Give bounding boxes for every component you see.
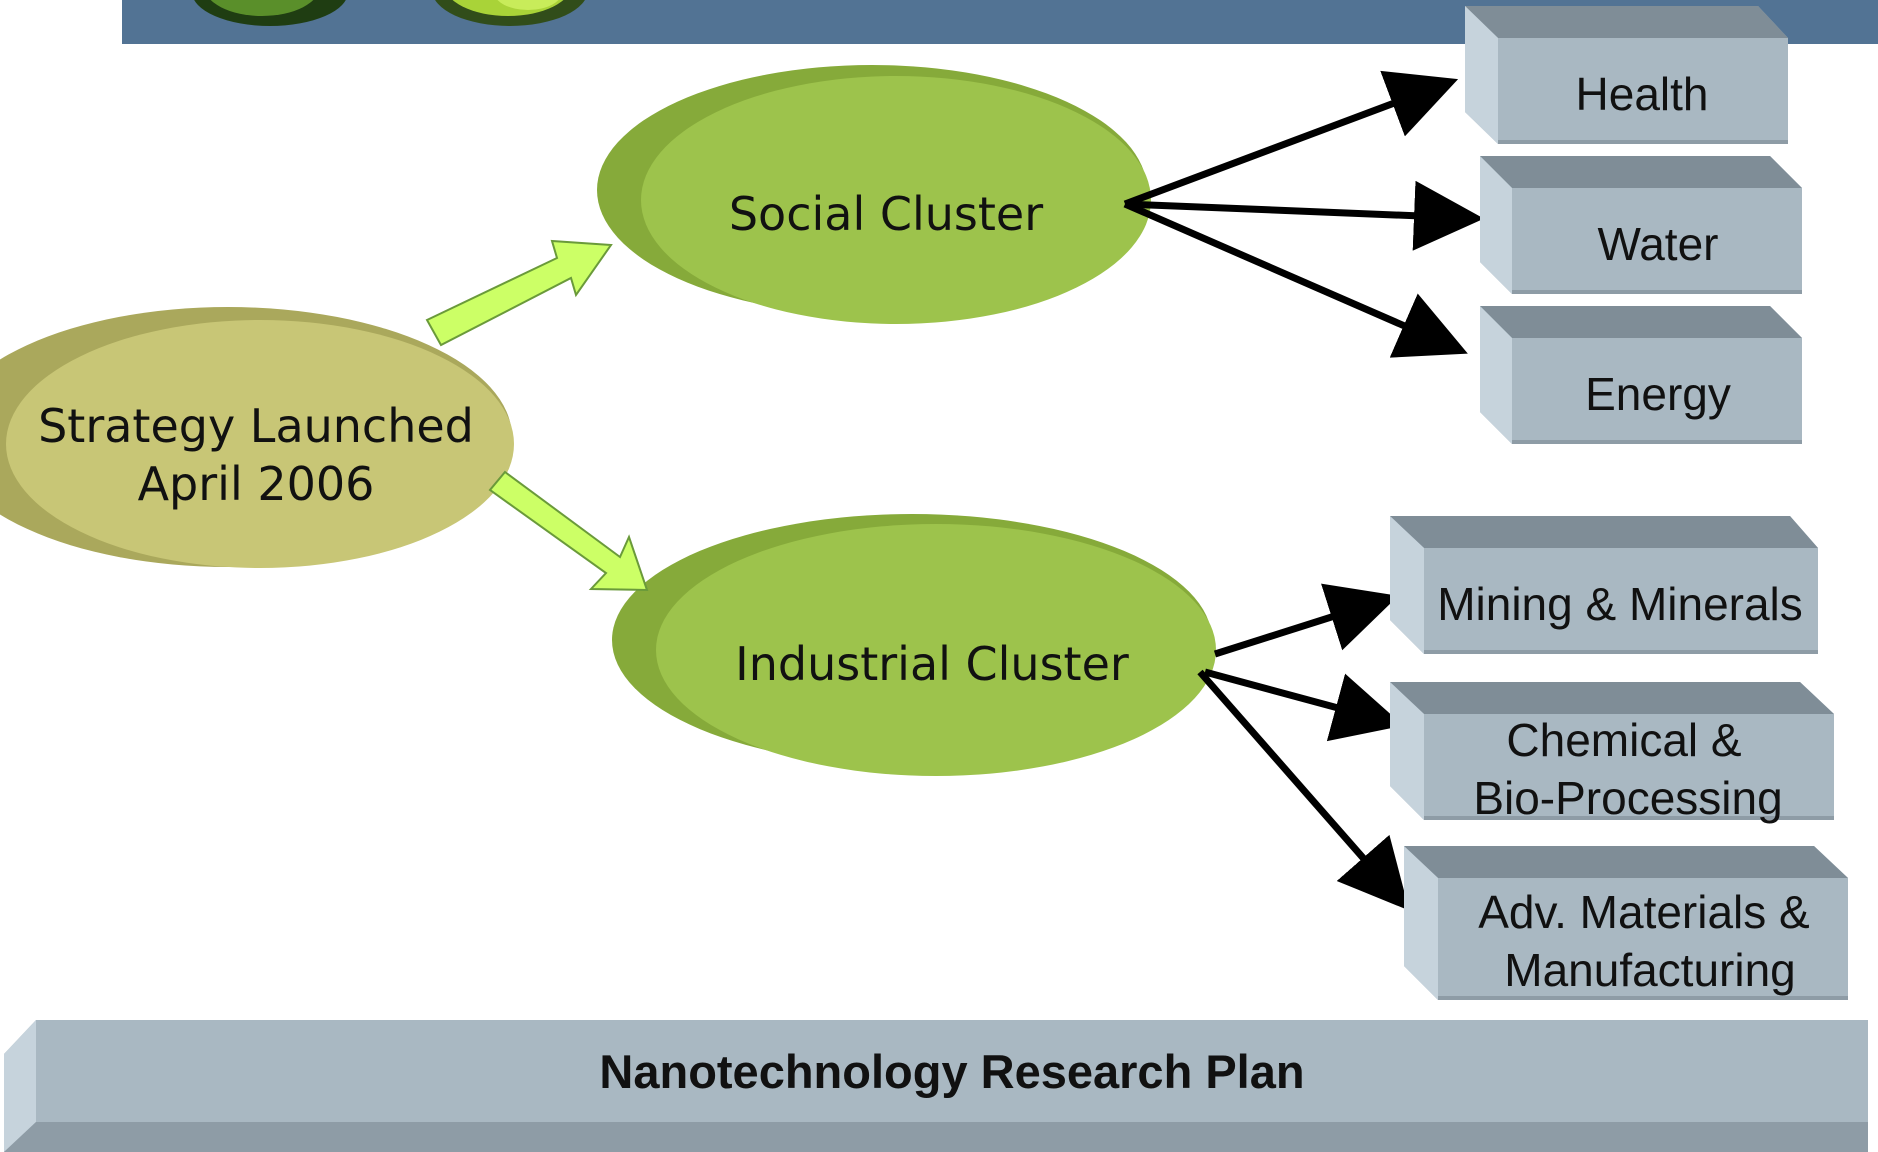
connector-social-to-water [1124,180,1484,251]
target-label-materials-line2: Manufacturing [1504,944,1796,996]
target-label-mining: Mining & Minerals [1437,578,1803,630]
connector-social-to-energy [1123,200,1468,358]
root-label-line2: April 2006 [138,457,375,511]
connector-industrial-to-chemical [1204,668,1404,742]
target-label-materials-line1: Adv. Materials & [1478,886,1809,938]
header-leaf-image [194,0,585,26]
connector-industrial-to-mining [1213,583,1399,658]
target-box-energy: Energy [1480,306,1802,444]
social-cluster-node: Social Cluster [597,65,1151,324]
target-label-health: Health [1576,68,1709,120]
target-box-materials: Adv. Materials & Manufacturing [1404,846,1848,1000]
block-arrow-to-social [425,239,613,347]
connector-social-to-health [1123,70,1459,208]
target-label-energy: Energy [1585,368,1731,420]
foundation-bar: Nanotechnology Research Plan [4,1020,1868,1152]
target-box-health: Health [1465,6,1788,144]
target-label-chemical-line2: Bio-Processing [1473,772,1782,824]
target-label-chemical-line1: Chemical & [1506,714,1741,766]
industrial-cluster-label: Industrial Cluster [735,637,1129,691]
root-node-strategy: Strategy Launched April 2006 [0,307,514,568]
industrial-cluster-node: Industrial Cluster [612,514,1216,776]
connector-industrial-to-materials [1197,669,1410,911]
target-label-water: Water [1598,218,1719,270]
target-box-mining: Mining & Minerals [1390,516,1818,654]
target-box-water: Water [1480,156,1802,294]
social-cluster-label: Social Cluster [729,187,1043,241]
target-box-chemical: Chemical & Bio-Processing [1390,682,1834,824]
foundation-label: Nanotechnology Research Plan [599,1045,1304,1098]
block-arrow-to-industrial [488,470,649,592]
root-label-line1: Strategy Launched [38,399,474,453]
